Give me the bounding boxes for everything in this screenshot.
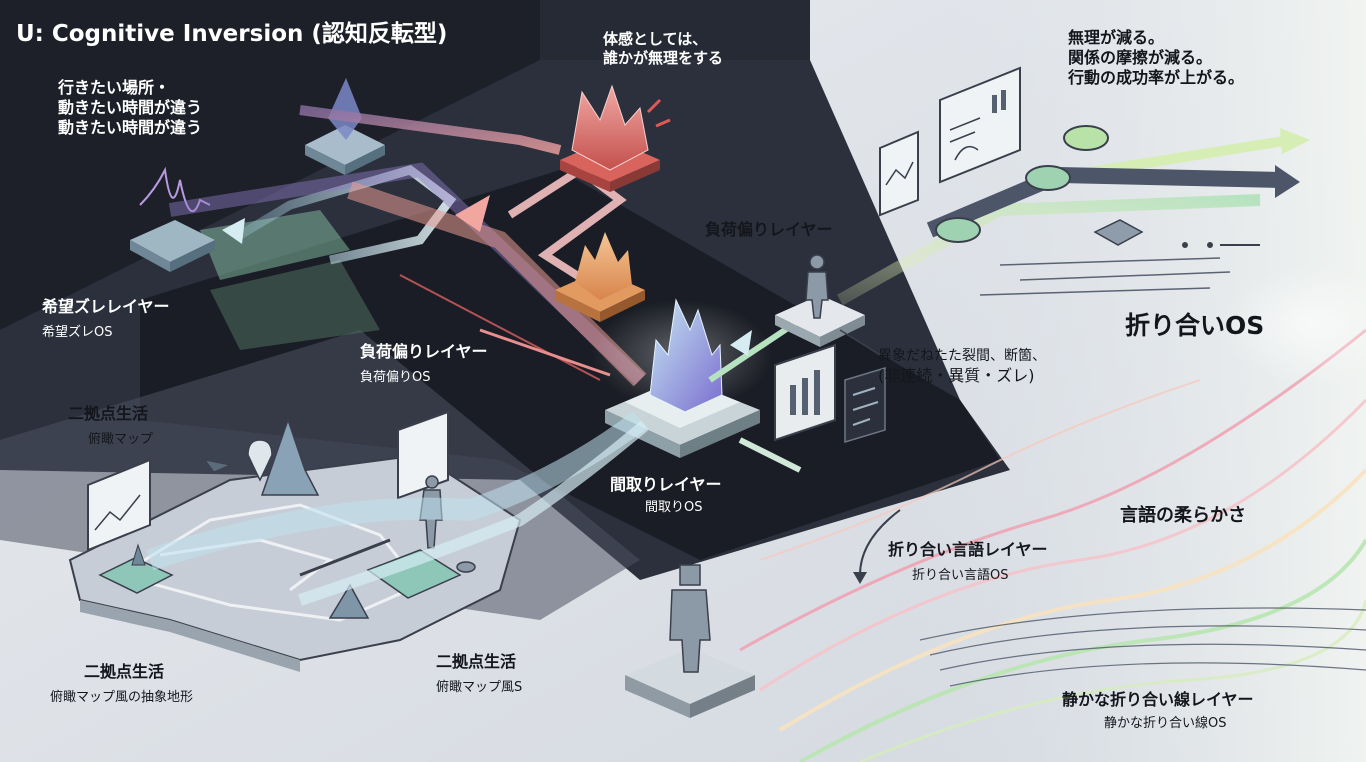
- map-s-label: 俯瞰マップ風S: [436, 680, 523, 695]
- result-caption-line1: 無理が減る。: [1068, 28, 1165, 47]
- anomaly-caption-line1: 異象だねたた裂間、断箇、: [878, 348, 1046, 364]
- arrow-red-lower: [479, 328, 611, 377]
- arrowhead-blue-left: [222, 218, 245, 244]
- madori-layer-label: 間取りレイヤー: [610, 475, 722, 494]
- oriai-lang-os-label: 折り合い言語OS: [912, 568, 1009, 583]
- wish-caption-line1: 行きたい場所・: [58, 78, 171, 97]
- wish-caption: 行きたい場所・ 動きたい時間が違う 動きたい時間が違う: [58, 78, 202, 138]
- mountain-icon-small: [328, 583, 370, 619]
- feel-caption: 体感としては、 誰かが無理をする: [603, 30, 723, 68]
- crystal-small-icon: [328, 78, 362, 140]
- dot-line: [1182, 242, 1260, 248]
- feel-caption-line1: 体感としては、: [603, 30, 708, 48]
- map-knob-icon: [456, 561, 476, 573]
- dual-life-label-1: 二拠点生活: [68, 404, 149, 423]
- crystal-icon-map: [131, 543, 146, 566]
- disc-3: [1063, 125, 1109, 151]
- arrowhead-dark-curve: [853, 572, 867, 584]
- diagram-title: U: Cognitive Inversion (認知反転型): [16, 21, 448, 47]
- pointer-line-anomaly: [839, 329, 881, 356]
- pedestal-wave-2: [305, 78, 385, 175]
- pedestal-orange-crystal: [555, 232, 645, 322]
- disc-2: [1025, 165, 1071, 191]
- orange-crystal-icon: [575, 232, 632, 300]
- map-arrow-double: [299, 538, 391, 577]
- pedestal-blue-crystal: [592, 298, 772, 458]
- dual-life-label-3: 二拠点生活: [436, 652, 517, 671]
- flag-icon: [203, 459, 232, 473]
- arrow-teal-to-load-layer: [708, 317, 802, 383]
- small-tile-icon: [1093, 219, 1144, 246]
- person-icon-load: [805, 254, 829, 319]
- load-os-label: 負荷偏りOS: [360, 370, 431, 385]
- red-crystal-icon: [571, 84, 649, 171]
- result-caption-line2: 関係の摩擦が減る。: [1068, 48, 1213, 67]
- arrow-pink-to-red-crystal: [299, 105, 562, 155]
- arrowhead-dark-road: [1275, 165, 1300, 198]
- blue-crystal-icon: [649, 298, 723, 413]
- disc-1: [935, 217, 981, 243]
- dark-thin-waves: [919, 607, 1366, 687]
- map-pin-icon: [247, 439, 273, 482]
- speed-lines: [979, 257, 1231, 296]
- anomaly-caption-line2: (非連続・異質・ズレ): [878, 365, 1035, 385]
- panel-map-chart: [87, 458, 151, 552]
- load-layer-label: 負荷偏りレイヤー: [360, 342, 488, 361]
- quiet-layer-label: 静かな折り合い線レイヤー: [1062, 690, 1254, 709]
- wish-caption-line3: 動きたい時間が違う: [58, 118, 203, 137]
- pedestal-person-lower: [625, 564, 755, 718]
- arrow-blue-left: [237, 165, 457, 265]
- person-icon-lower: [669, 564, 711, 673]
- right-glow-orb: [1220, 265, 1366, 385]
- map-label-1: 俯瞰マップ: [88, 432, 154, 447]
- oriai-os-heading: 折り合いOS: [1125, 311, 1265, 340]
- arrow-salmon-main: [347, 181, 647, 387]
- stream-map-to-crystal-2: [298, 420, 649, 606]
- wish-os-label: 希望ズレOS: [42, 325, 113, 340]
- feel-caption-line2: 誰かが無理をする: [603, 48, 724, 67]
- dual-life-label-2: 二拠点生活: [84, 662, 165, 681]
- wave-icon-1: [139, 166, 211, 213]
- pedestal-wave-1: [130, 166, 215, 272]
- green-tile-2: [210, 260, 380, 350]
- circuit-panel-icon: [844, 366, 886, 444]
- arrow-red-thin: [399, 274, 601, 381]
- wish-caption-line2: 動きたい時間が違う: [58, 98, 203, 117]
- wish-layer-label: 希望ズレレイヤー: [42, 297, 170, 316]
- mountain-icon-large: [260, 417, 320, 496]
- anomaly-caption: 異象だねたた裂間、断箇、 (非連続・異質・ズレ): [878, 348, 1046, 386]
- arrow-green-to-result: [837, 194, 1261, 306]
- stream-map-to-crystal: [146, 411, 647, 571]
- chart-panel-center-right: [774, 343, 836, 442]
- soft-language-label: 言語の柔らかさ: [1120, 505, 1246, 526]
- arrowhead-lime-upper: [1280, 128, 1310, 154]
- arrow-light-lower-right: [738, 437, 802, 473]
- result-caption: 無理が減る。 関係の摩擦が減る。 行動の成功率が上がる。: [1068, 28, 1244, 88]
- pedestal-red-crystal: [560, 84, 671, 192]
- pedestal-person-load: [775, 254, 865, 347]
- oriai-lang-layer-label: 折り合い言語レイヤー: [888, 540, 1048, 559]
- map-terrain-label: 俯瞰マップ風の抽象地形: [50, 690, 194, 705]
- load-layer-top-label: 負荷偏りレイヤー: [705, 220, 833, 239]
- arrow-dark-curve: [859, 509, 901, 576]
- madori-os-label: 間取りOS: [645, 500, 703, 515]
- arrowhead-teal-left: [730, 330, 752, 356]
- arrowhead-pink: [455, 195, 490, 232]
- quiet-os-label: 静かな折り合い線OS: [1104, 716, 1227, 731]
- map-tile-wave: [366, 549, 462, 599]
- panel-line-chart: [879, 130, 919, 217]
- soft-waves: [739, 328, 1366, 762]
- arrow-pink-zigzag: [507, 165, 627, 294]
- panel-dashboard: [939, 66, 1021, 184]
- result-caption-line3: 行動の成功率が上がる。: [1068, 68, 1245, 87]
